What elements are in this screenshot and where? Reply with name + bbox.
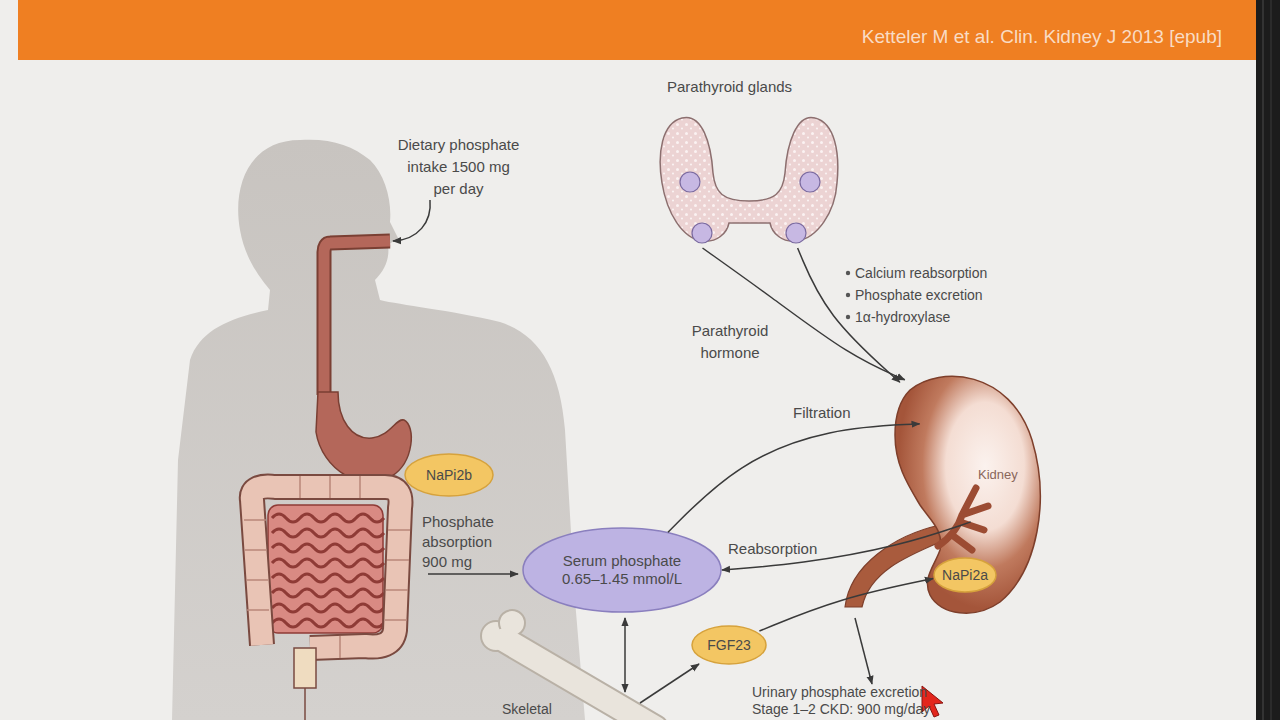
oval-outline bbox=[934, 558, 996, 592]
body-silhouette bbox=[172, 140, 585, 720]
thyroid-shape bbox=[657, 113, 842, 248]
node-label: NaPi2a bbox=[933, 557, 997, 593]
colon-folds bbox=[244, 476, 410, 658]
oval-outline bbox=[405, 454, 493, 496]
small-intestine bbox=[268, 505, 383, 633]
parathyroid-gland bbox=[800, 172, 820, 192]
excretion-note: Stage 1–2 CKD: 900 mg/day bbox=[752, 700, 930, 718]
rectum bbox=[294, 648, 316, 688]
parathyroid-gland bbox=[692, 223, 712, 243]
transporter-oval: NaPi2a bbox=[933, 557, 997, 593]
bullet bbox=[846, 293, 850, 297]
kidney-outline bbox=[895, 376, 1040, 613]
stomach bbox=[316, 392, 411, 482]
bullet bbox=[846, 271, 850, 275]
intake-arrow bbox=[393, 200, 430, 241]
bullet bbox=[846, 315, 850, 319]
thyroid-outline bbox=[660, 117, 838, 241]
flow-arrow bbox=[722, 522, 971, 570]
node-label: Kidney bbox=[978, 466, 1018, 484]
renal-pelvis bbox=[938, 488, 988, 550]
oval-outline bbox=[692, 626, 766, 664]
excretion-arrow bbox=[855, 618, 872, 684]
screen-edge-line bbox=[1271, 0, 1272, 720]
colon-outline bbox=[252, 486, 401, 648]
bone-label: Skeletal bbox=[502, 700, 552, 718]
screen-edge bbox=[1256, 0, 1280, 720]
transporter-oval: NaPi2b bbox=[404, 453, 494, 497]
parathyroid-glands: Parathyroid glands bbox=[657, 78, 842, 248]
parathyroid-gland bbox=[786, 223, 806, 243]
absorption-note: Phosphate absorption 900 mg bbox=[422, 512, 507, 572]
absorption-arrow bbox=[428, 573, 518, 575]
node-label: FGF23 bbox=[691, 625, 767, 665]
bone-fgf23-arrow bbox=[640, 664, 699, 703]
flow-arrow bbox=[759, 579, 933, 631]
serum-ellipse: Serum phosphate 0.65–1.45 mmol/L bbox=[522, 527, 722, 613]
pth-effect: Calcium reabsorption bbox=[855, 264, 987, 282]
esophagus bbox=[324, 241, 390, 395]
parathyroid-gland bbox=[680, 172, 700, 192]
pth-effect: 1α-hydroxylase bbox=[855, 308, 950, 326]
bone-exchange-arrow bbox=[624, 618, 626, 692]
node-label: NaPi2b bbox=[404, 453, 494, 497]
node-label: Parathyroid glands bbox=[667, 78, 792, 96]
kidney: KidneyNaPi2a bbox=[880, 370, 1045, 615]
intake-note: Dietary phosphate intake 1500 mg per day bbox=[396, 134, 521, 200]
hormone-oval: FGF23 bbox=[691, 625, 767, 665]
esophagus-outline bbox=[324, 241, 390, 395]
oval-outline bbox=[523, 528, 721, 612]
citation: Ketteler M et al. Clin. Kidney J 2013 [e… bbox=[760, 28, 1222, 46]
excretion-note: Urinary phosphate excretion bbox=[752, 683, 927, 701]
node-label: Serum phosphate 0.65–1.45 mmol/L bbox=[560, 527, 685, 613]
colon bbox=[252, 486, 401, 648]
screen-edge-line bbox=[1263, 0, 1264, 720]
edge-label: Reabsorption bbox=[728, 540, 817, 558]
small-intestine-loops bbox=[272, 514, 384, 627]
header-band bbox=[18, 0, 1256, 60]
pth-effect: Phosphate excretion bbox=[855, 286, 983, 304]
flow-arrow bbox=[668, 424, 920, 532]
edge-label: Filtration bbox=[793, 404, 851, 422]
anal-canal bbox=[304, 688, 306, 720]
edge-label: Parathyroid hormone bbox=[675, 320, 785, 364]
